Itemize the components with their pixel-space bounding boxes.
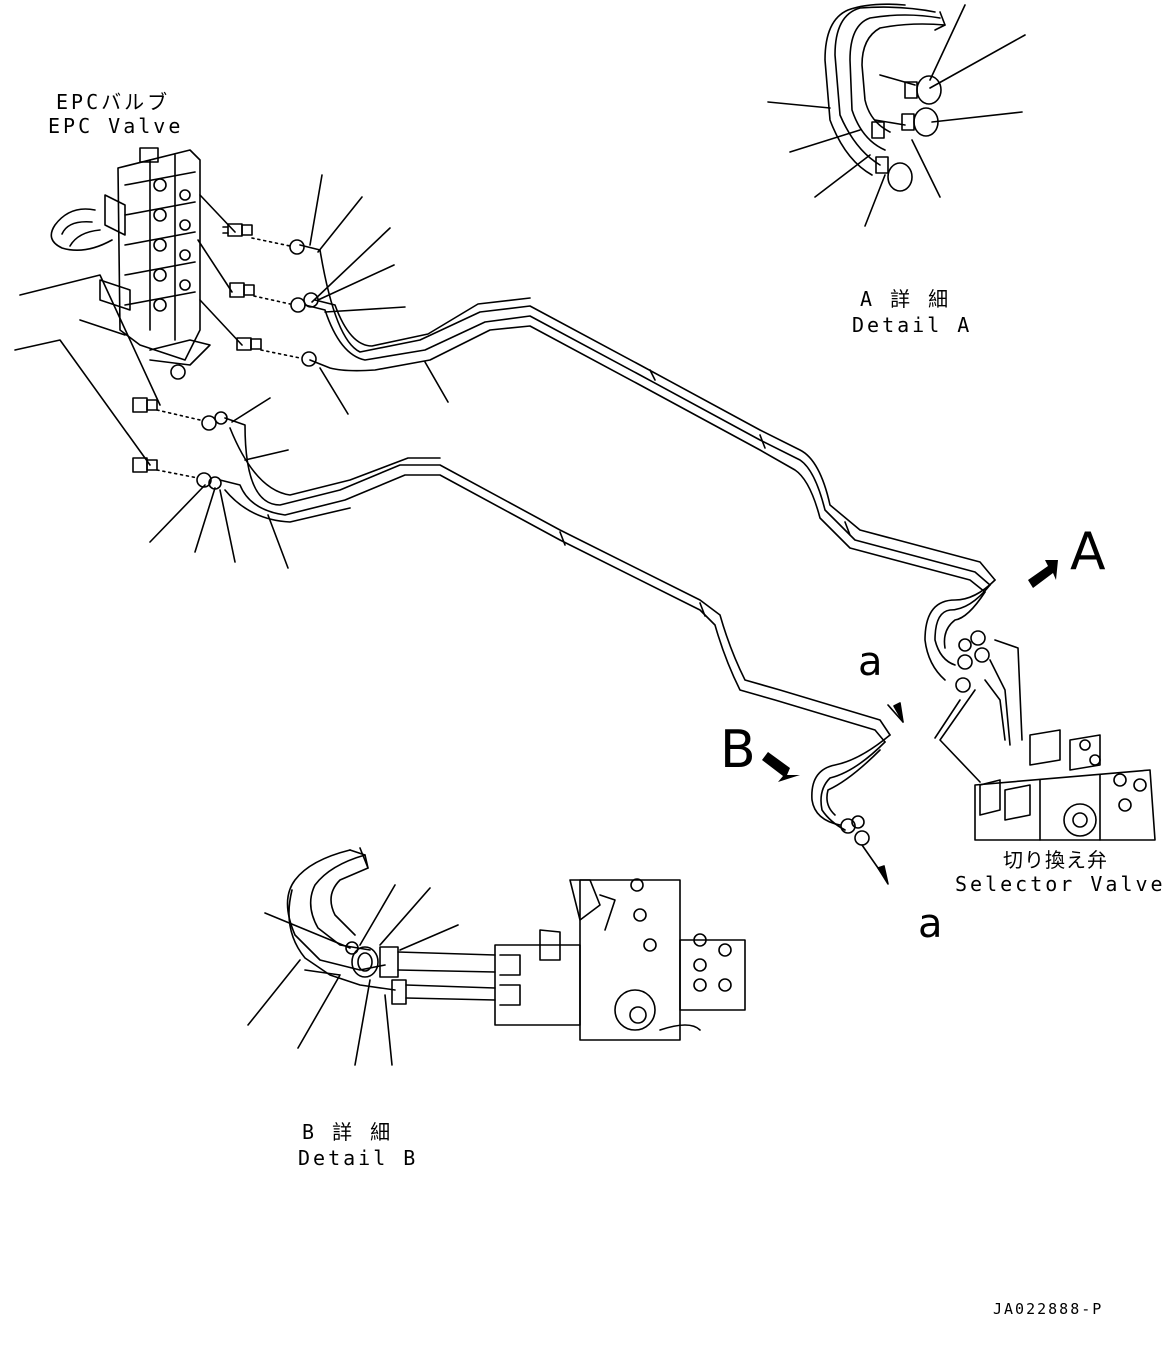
view-arrow-a [1028,560,1058,588]
upper-hose-bundle [299,244,996,681]
detail-b-label: Detail B [298,1146,419,1170]
selector-valve [934,639,1156,841]
section-line-a [861,704,904,879]
epc-valve-label-jp: EPCバルブ [56,90,171,114]
detail-a-label-jp: A 詳 細 [860,287,952,311]
selector-hose-ends [840,630,990,846]
detail-b-drawing [247,847,746,1066]
detail-b-label-jp: B 詳 細 [302,1120,394,1144]
detail-a-label: Detail A [852,313,973,337]
epc-port-fittings [132,223,262,473]
epc-valve-block [50,147,211,380]
lower-hose-bundle [219,417,891,831]
view-b-marker: B [720,720,756,780]
selector-valve-label-jp: 切り換え弁 [1003,848,1108,872]
view-arrow-b [762,752,800,782]
detail-a-drawing [767,3,1026,227]
drawing-id: JA022888-P [993,1300,1104,1318]
selector-valve-label: Selector Valve [955,872,1163,896]
section-a-bottom-label: a [918,901,943,947]
hose-end-nuts-epc [196,239,319,490]
section-a-top-label: a [858,639,883,685]
view-a-marker: A [1070,522,1106,582]
epc-valve-label: EPC Valve [48,114,184,138]
